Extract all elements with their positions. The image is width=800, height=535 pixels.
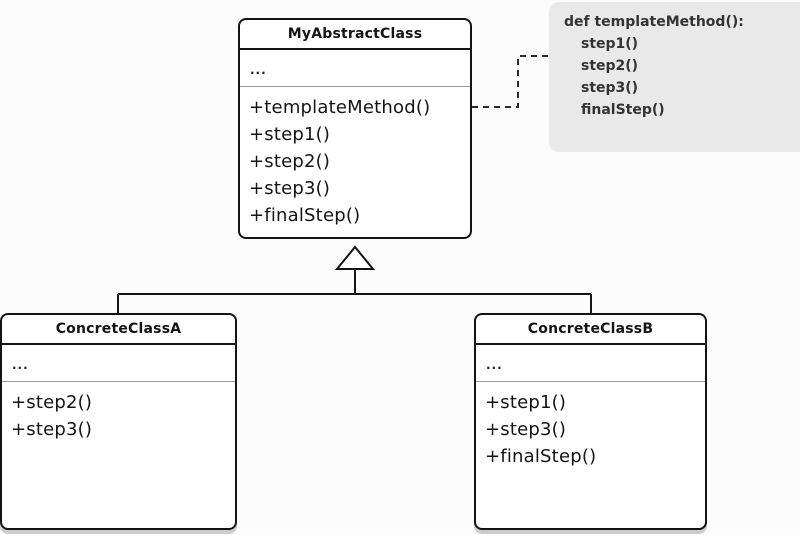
- method-label: +step3(): [485, 419, 567, 440]
- code-note-line: step2(): [581, 58, 639, 74]
- method-label: +finalStep(): [485, 446, 597, 467]
- class-name: MyAbstractClass: [240, 20, 470, 50]
- method-label: +step2(): [249, 151, 331, 172]
- method-label: +step2(): [11, 392, 93, 413]
- generalization-connector-line: [117, 268, 592, 314]
- code-note-line: def templateMethod():: [564, 14, 744, 30]
- class-box-myabstractclass: MyAbstractClass ... +templateMethod() +s…: [238, 18, 472, 239]
- class-attributes-placeholder: ...: [476, 345, 705, 382]
- class-methods-section: +step2() +step3(): [2, 382, 235, 443]
- class-attributes-placeholder: ...: [2, 345, 235, 382]
- method-label: +step1(): [485, 392, 567, 413]
- method-label: +finalStep(): [249, 205, 361, 226]
- generalization-arrowhead-icon: [334, 245, 376, 270]
- method-label: +templateMethod(): [249, 97, 431, 118]
- class-name: ConcreteClassA: [2, 315, 235, 345]
- class-box-concreteclassb: ConcreteClassB ... +step1() +step3() +fi…: [474, 313, 707, 530]
- method-label: +step3(): [249, 178, 331, 199]
- class-attributes-placeholder: ...: [240, 50, 470, 87]
- class-methods-section: +step1() +step3() +finalStep(): [476, 382, 705, 470]
- note-connector-dashed-line: [472, 55, 549, 108]
- class-methods-section: +templateMethod() +step1() +step2() +ste…: [240, 87, 470, 229]
- class-name: ConcreteClassB: [476, 315, 705, 345]
- class-box-concreteclassa: ConcreteClassA ... +step2() +step3(): [0, 313, 237, 530]
- method-label: +step3(): [11, 419, 93, 440]
- code-note: def templateMethod(): step1() step2() st…: [549, 2, 800, 152]
- code-note-line: finalStep(): [581, 102, 665, 118]
- code-note-line: step1(): [581, 36, 639, 52]
- code-note-line: step3(): [581, 80, 639, 96]
- method-label: +step1(): [249, 124, 331, 145]
